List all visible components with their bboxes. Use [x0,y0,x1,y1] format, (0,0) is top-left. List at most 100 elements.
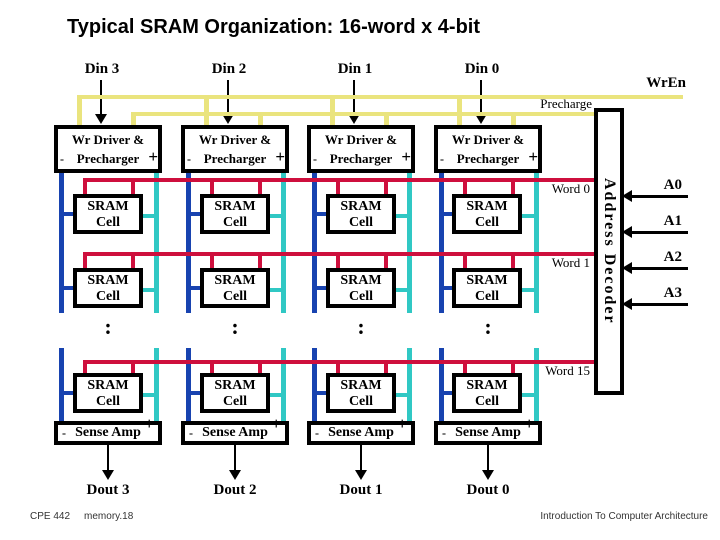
bitline-cyan [534,172,539,313]
a2-label: A2 [663,249,682,265]
page-title: Typical SRAM Organization: 16-word x 4-b… [67,16,481,38]
cell-line2: Cell [348,215,374,231]
ellipsis: : [357,314,365,339]
wr-driver-precharger-block: Wr Driver & -Precharger+ [181,125,289,173]
wordline-stub [83,252,87,270]
wordline-stub [463,360,467,375]
bitline-cyan [154,172,159,313]
dout2-arrow-line [234,445,236,472]
wren-drop-line [77,95,82,125]
plus-sign: + [397,414,407,433]
dout3-label: Dout 3 [86,482,130,498]
plus-sign: + [148,146,158,166]
dout1-label: Dout 1 [339,482,383,498]
a0-arrowhead-icon [622,190,632,202]
driver-line1: Wr Driver & [198,132,272,147]
bitline-tick [394,214,412,218]
word0-label: Word 0 [551,181,590,196]
minus-sign: - [313,151,317,166]
bitline-tick [141,393,159,397]
wordline-stub [210,252,214,270]
bitline-tick [268,288,286,292]
wr-driver-precharger-block: Wr Driver & -Precharger + [307,125,415,173]
cell-line1: SRAM [87,273,129,288]
dout1-arrow-line [360,445,362,472]
cell-line2: Cell [222,289,248,305]
wordline-stub [384,360,388,375]
wren-drop-line [204,95,209,125]
a2-arrowhead-icon [622,262,632,274]
bitline-cyan [281,172,286,313]
bitline-cyan [407,172,412,313]
wordline-stub [83,178,87,196]
precharge-drop-line [258,112,263,125]
bitline-tick [313,391,327,395]
din1-label: Din 1 [337,61,373,77]
a3-label: A3 [663,285,682,301]
din3-label: Din 3 [84,61,120,77]
bitline-tick [60,286,74,290]
bitline-tick [141,288,159,292]
ellipsis: : [484,314,492,339]
minus-sign: - [440,151,444,166]
precharge-drop-line [131,112,136,125]
cell-line1: SRAM [214,199,256,214]
wordline-stub [511,252,515,270]
bitline-tick [440,391,454,395]
cell-line2: Cell [95,215,121,231]
bitline-cyan [407,348,412,421]
ellipsis: : [231,314,239,339]
bitline-tick [60,212,74,216]
minus-sign: - [189,426,193,440]
precharge-drop-line [511,112,516,125]
bitline-cyan [281,348,286,421]
cell-line2: Cell [222,215,248,231]
word1-label: Word 1 [551,255,590,270]
bitline-blue [59,348,64,421]
bitline-tick [521,288,539,292]
a1-arrow-line [632,231,688,234]
wr-driver-precharger-block: Wr Driver & -Precharger+ [434,125,542,173]
cell-line1: SRAM [214,378,256,393]
driver-line2-text: Precharger [329,150,393,166]
driver-line2: -Precharger+ [58,147,158,169]
wordline-stub [83,360,87,375]
din1-arrowhead-icon [348,114,360,124]
bitline-tick [141,214,159,218]
sense-amp-label: Sense Amp [328,425,394,440]
wordline-stub [210,360,214,375]
bitline-tick [60,391,74,395]
minus-sign: - [60,151,64,166]
a1-label: A1 [663,213,682,229]
bitline-tick [187,212,201,216]
footer-right: Introduction To Computer Architecture [540,511,708,522]
a2-arrow-line [632,267,688,270]
bitline-tick [440,212,454,216]
wordline-stub [258,178,262,196]
sense-amp-block: -Sense Amp+ [181,415,289,445]
bitline-blue [59,172,64,313]
wordline-stub [210,178,214,196]
plus-sign: + [401,146,411,166]
plus-sign: + [271,414,281,433]
bitline-tick [394,288,412,292]
dout2-label: Dout 2 [213,482,257,498]
driver-line1: Wr Driver & [324,132,398,147]
minus-sign: - [62,426,66,440]
minus-sign: - [315,426,319,440]
plus-sign: + [528,146,538,166]
dout0-arrowhead-icon [482,470,494,480]
wr-driver-precharger-block: Wr Driver & -Precharger+ [54,125,162,173]
cell-line1: SRAM [340,378,382,393]
sense-amp-label: Sense Amp [455,425,521,440]
wordline-stub [336,252,340,270]
driver-line2-text: Precharger [203,150,267,166]
bitline-blue [186,348,191,421]
